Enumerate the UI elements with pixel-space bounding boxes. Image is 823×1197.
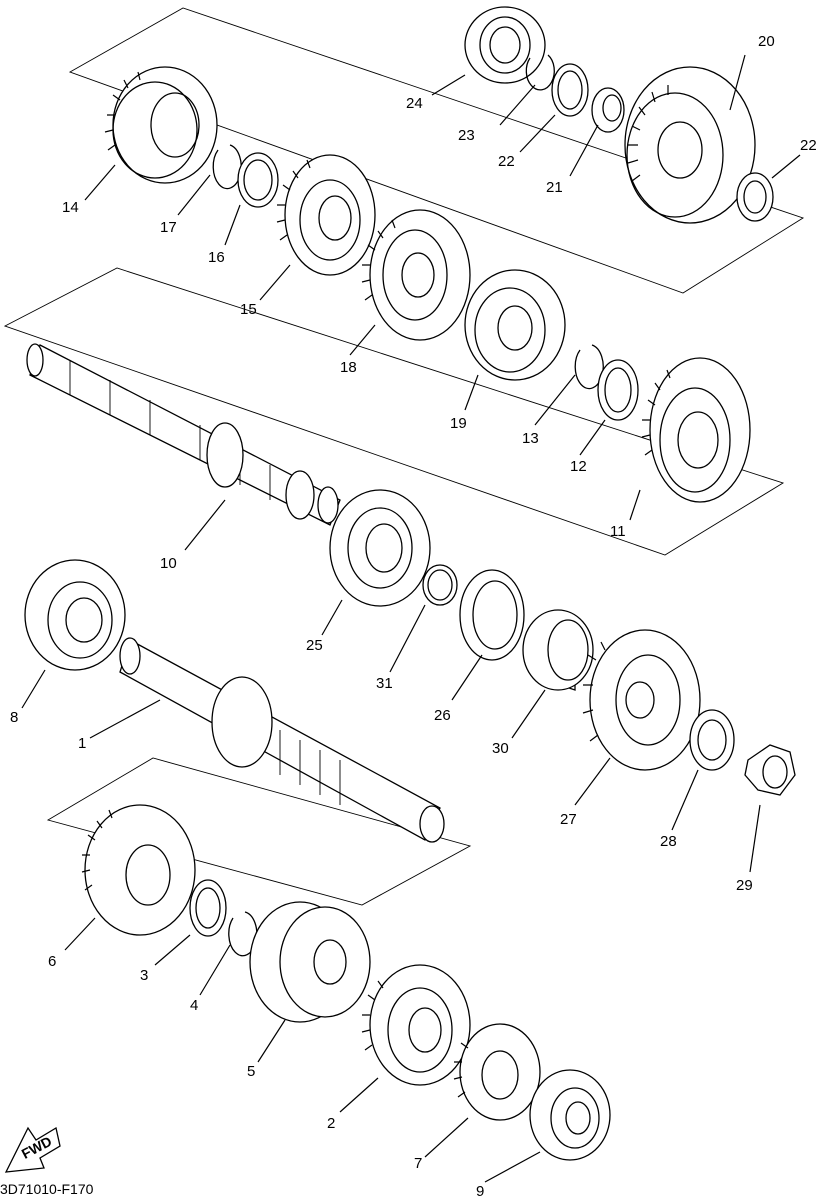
callout-3: 3 bbox=[140, 967, 148, 984]
callout-13: 13 bbox=[522, 430, 539, 447]
callout-5: 5 bbox=[247, 1063, 255, 1080]
part-9-bearing bbox=[529, 1069, 611, 1161]
callout-6: 6 bbox=[48, 953, 56, 970]
callout-21: 21 bbox=[546, 179, 563, 196]
part-30-collar bbox=[522, 609, 594, 691]
part-22-washer-right bbox=[736, 172, 774, 222]
part-31-o-ring bbox=[422, 564, 458, 606]
callout-7: 7 bbox=[414, 1155, 422, 1172]
callout-9: 9 bbox=[476, 1183, 484, 1197]
part-13-circlip bbox=[574, 344, 604, 390]
lower-gear-group-frame bbox=[46, 757, 472, 906]
callout-24: 24 bbox=[406, 95, 423, 112]
part-18-gear bbox=[361, 209, 471, 341]
part-17-circlip bbox=[212, 144, 242, 190]
callout-28: 28 bbox=[660, 833, 677, 850]
callout-10: 10 bbox=[160, 555, 177, 572]
callout-26: 26 bbox=[434, 707, 451, 724]
callout-8: 8 bbox=[10, 709, 18, 726]
callout-25: 25 bbox=[306, 637, 323, 654]
part-23-circlip bbox=[525, 54, 555, 91]
part-1-drive-axle bbox=[119, 637, 445, 843]
part-20-gear bbox=[624, 66, 756, 224]
callout-11: 11 bbox=[610, 523, 626, 540]
callout-29: 29 bbox=[736, 877, 753, 894]
part-27-drive-sprocket bbox=[582, 629, 701, 771]
part-12-splined-washer bbox=[597, 359, 639, 421]
part-29-nut bbox=[744, 744, 796, 796]
part-16-splined-washer bbox=[237, 152, 279, 208]
main-axle-group-frame bbox=[3, 267, 785, 556]
part-4-circlip bbox=[228, 911, 258, 957]
diagram-code: 3D71010-F170 bbox=[0, 1181, 94, 1197]
callout-4: 4 bbox=[190, 997, 198, 1014]
part-24-bearing bbox=[464, 6, 546, 84]
part-3-splined-washer bbox=[189, 879, 227, 937]
callout-12: 12 bbox=[570, 458, 587, 475]
part-8-bearing bbox=[24, 559, 126, 671]
leader-lines bbox=[21, 54, 801, 1183]
part-21-collar bbox=[591, 87, 625, 133]
callout-20: 20 bbox=[758, 33, 775, 50]
callout-2: 2 bbox=[327, 1115, 335, 1132]
part-11-gear bbox=[641, 357, 751, 503]
part-28-lock-washer bbox=[689, 709, 735, 771]
callout-16: 16 bbox=[208, 249, 225, 266]
fwd-arrow-icon: FWD bbox=[4, 1126, 61, 1173]
callout-22-right: 22 bbox=[800, 137, 817, 154]
callout-19: 19 bbox=[450, 415, 467, 432]
callout-31: 31 bbox=[376, 675, 393, 692]
callout-22-left: 22 bbox=[498, 153, 515, 170]
callout-27: 27 bbox=[560, 811, 577, 828]
callout-30: 30 bbox=[492, 740, 509, 757]
part-25-bearing bbox=[329, 489, 431, 607]
callout-18: 18 bbox=[340, 359, 357, 376]
part-5-gear bbox=[249, 901, 371, 1023]
callout-15: 15 bbox=[240, 301, 257, 318]
callout-1: 1 bbox=[78, 735, 86, 752]
upper-gear-group-frame bbox=[68, 7, 805, 294]
part-7-gear bbox=[453, 1023, 541, 1121]
part-26-oil-seal bbox=[459, 569, 525, 661]
callout-14: 14 bbox=[62, 199, 79, 216]
part-15-gear bbox=[276, 154, 376, 276]
part-10-main-axle bbox=[26, 343, 341, 526]
part-6-gear bbox=[81, 804, 196, 936]
part-14-gear bbox=[104, 66, 218, 184]
callout-23: 23 bbox=[458, 127, 475, 144]
part-2-gear bbox=[361, 964, 471, 1086]
callout-17: 17 bbox=[160, 219, 177, 236]
part-19-gear bbox=[464, 269, 566, 381]
part-22-washer-top bbox=[551, 63, 589, 117]
